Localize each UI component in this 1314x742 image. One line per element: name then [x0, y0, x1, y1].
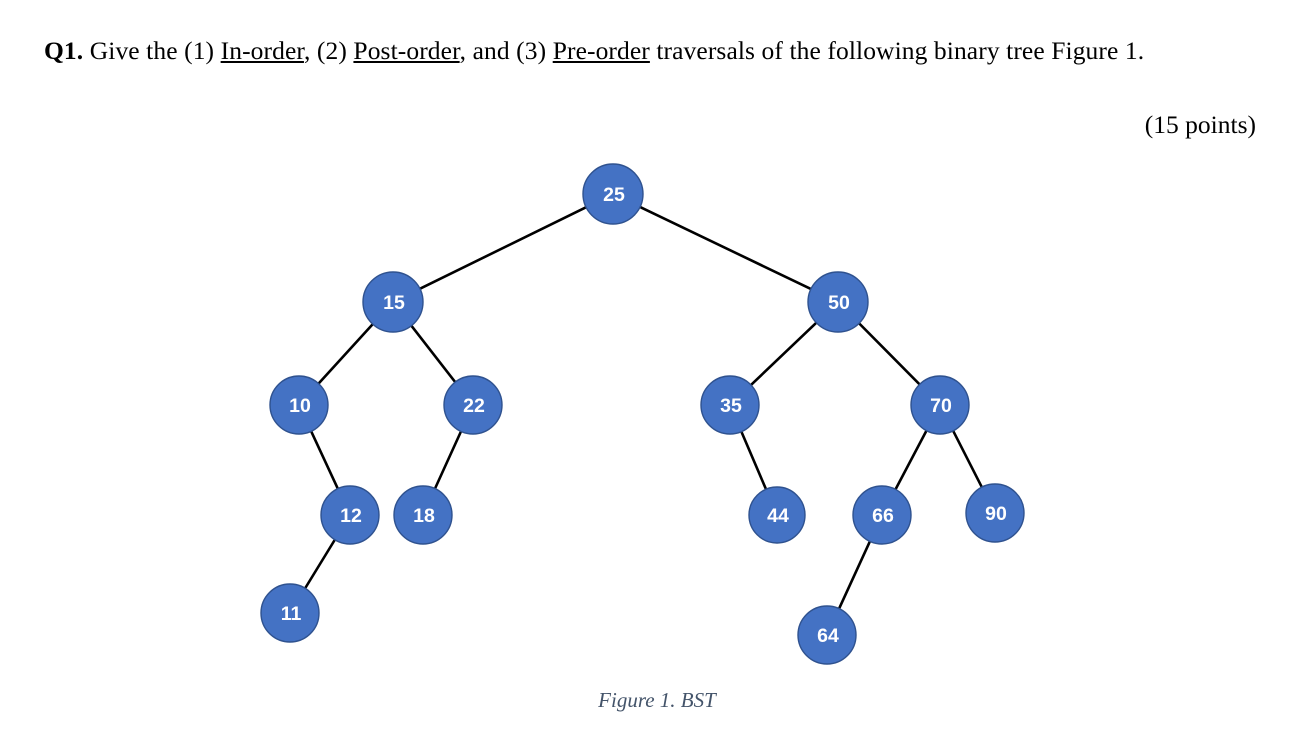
tree-node-15: 15: [362, 271, 424, 333]
node-label-25: 25: [603, 184, 625, 206]
node-label-70: 70: [930, 395, 952, 417]
tree-node-layer: 25 15 50 10 22 35 70 12 18 44 66 90 11 64: [260, 163, 1025, 665]
binary-tree-graphic: 25 15 50 10 22 35 70 12 18 44 66 90 11 64: [260, 163, 1025, 665]
points-value: (15 points): [1144, 110, 1256, 139]
tree-edge-35-44: [739, 429, 768, 492]
tree-node-44: 44: [748, 486, 806, 544]
tree-edge-10-12: [309, 429, 340, 491]
node-label-66: 66: [872, 505, 894, 527]
node-circle-25: [582, 163, 644, 225]
tree-edge-25-15: [417, 205, 589, 291]
question-text-2: , (2): [303, 35, 354, 65]
tree-node-22: 22: [443, 375, 503, 435]
tree-edge-25-50: [637, 205, 814, 291]
node-label-90: 90: [985, 503, 1007, 525]
tree-edge-50-70: [857, 321, 922, 387]
traversal-term-post-order: Post-order: [353, 35, 460, 65]
node-label-64: 64: [817, 625, 839, 647]
tree-node-11: 11: [260, 583, 320, 643]
tree-node-70: 70: [910, 375, 970, 435]
tree-node-64: 64: [797, 605, 857, 665]
node-circle-11: [260, 583, 320, 643]
node-circle-22: [443, 375, 503, 435]
node-label-10: 10: [289, 395, 311, 417]
figure-1-bst: 25 15 50 10 22 35 70 12 18 44 66 90 11 64 Figure 1. B…: [0, 150, 1314, 742]
node-label-50: 50: [828, 292, 850, 314]
tree-node-12: 12: [320, 485, 380, 545]
node-label-15: 15: [383, 292, 405, 314]
node-circle-10: [269, 375, 329, 435]
question-text-1: Give the (1): [83, 35, 221, 65]
node-circle-15: [362, 271, 424, 333]
node-circle-35: [700, 375, 760, 435]
tree-edge-66-64: [837, 539, 872, 611]
tree-node-35: 35: [700, 375, 760, 435]
tree-node-50: 50: [807, 271, 869, 333]
question-text-3: , and (3): [459, 35, 553, 65]
question-number: Q1.: [44, 35, 84, 65]
node-circle-12: [320, 485, 380, 545]
tree-node-10: 10: [269, 375, 329, 435]
node-circle-70: [910, 375, 970, 435]
node-label-18: 18: [413, 505, 435, 527]
node-circle-44: [748, 486, 806, 544]
node-label-44: 44: [767, 505, 789, 527]
node-label-11: 11: [281, 603, 302, 625]
node-label-22: 22: [463, 395, 485, 417]
tree-edge-70-90: [951, 428, 984, 490]
node-circle-50: [807, 271, 869, 333]
figure-caption: Figure 1. BST: [598, 688, 716, 712]
tree-edge-12-11: [303, 537, 337, 591]
node-label-12: 12: [340, 505, 362, 527]
tree-edge-15-10: [316, 322, 375, 386]
traversal-term-in-order: In-order: [220, 35, 304, 65]
tree-edge-50-35: [748, 320, 819, 387]
question-prompt: Q1. Give the (1) In-order, (2) Post-orde…: [44, 34, 1254, 68]
traversal-term-pre-order: Pre-order: [552, 35, 650, 65]
tree-edge-70-66: [893, 428, 929, 492]
node-label-35: 35: [720, 395, 742, 417]
tree-edge-15-22: [409, 323, 458, 385]
node-circle-90: [965, 483, 1025, 543]
node-circle-18: [393, 485, 453, 545]
tree-edge-22-18: [433, 429, 463, 491]
tree-node-25: 25: [582, 163, 644, 225]
tree-node-66: 66: [852, 485, 912, 545]
tree-node-90: 90: [965, 483, 1025, 543]
tree-edge-layer: [303, 205, 984, 611]
question-text-4: traversals of the following binary tree …: [649, 35, 1145, 65]
node-circle-64: [797, 605, 857, 665]
node-circle-66: [852, 485, 912, 545]
tree-node-18: 18: [393, 485, 453, 545]
